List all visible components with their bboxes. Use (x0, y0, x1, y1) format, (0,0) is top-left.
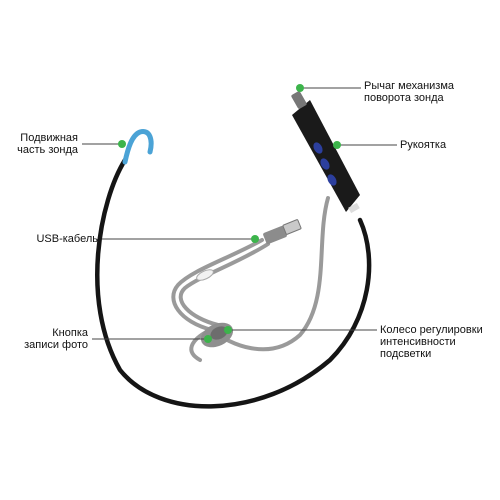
label-lever-line-1: Рычаг механизма (364, 80, 455, 92)
handle-drawing (291, 91, 360, 214)
marker-probe-tip (118, 140, 126, 148)
label-brightness-wheel-line-3: подсветки (380, 348, 432, 360)
label-usb-cable: USB-кабель (36, 233, 98, 245)
label-brightness-wheel: Колесо регулировки интенсивности подсвет… (380, 324, 483, 360)
marker-usb (251, 235, 259, 243)
label-probe-tip-line-1: Подвижная (20, 132, 78, 144)
usb-cable-main (210, 196, 330, 352)
label-handle-line-1: Рукоятка (400, 139, 447, 151)
marker-photo-button (204, 335, 212, 343)
label-probe-tip-line-2: часть зонда (17, 144, 78, 156)
cable-tie (196, 269, 214, 281)
label-lever: Рычаг механизма поворота зонда (364, 80, 454, 104)
label-handle: Рукоятка (400, 139, 446, 151)
label-photo-button-line-1: Кнопка (52, 327, 88, 339)
markers (118, 84, 341, 343)
label-probe-tip: Подвижная часть зонда (17, 132, 78, 156)
usb-cable-loop (171, 238, 264, 332)
probe-tip-drawing (122, 129, 154, 165)
usb-plug (263, 219, 302, 245)
marker-wheel (224, 326, 232, 334)
label-photo-button-line-2: записи фото (24, 339, 88, 351)
marker-lever (296, 84, 304, 92)
probe-cable (95, 157, 372, 409)
marker-handle (333, 141, 341, 149)
label-brightness-wheel-line-1: Колесо регулировки (380, 324, 483, 336)
label-lever-line-2: поворота зонда (364, 92, 444, 104)
usb-cable-loop-2 (178, 242, 270, 327)
leader-lines (82, 87, 397, 340)
label-photo-button: Кнопка записи фото (24, 327, 88, 351)
label-usb-cable-line-1: USB-кабель (36, 233, 98, 245)
label-brightness-wheel-line-2: интенсивности (380, 336, 456, 348)
